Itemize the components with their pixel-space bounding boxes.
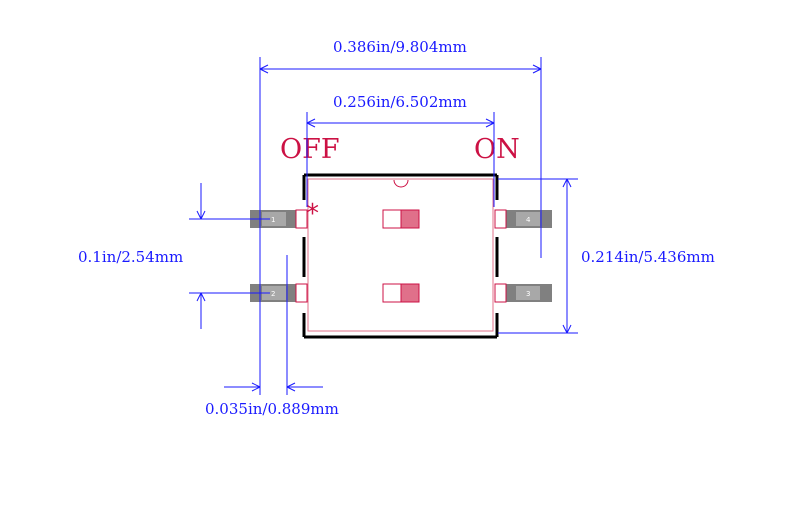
- pin1-marker: *: [306, 199, 319, 229]
- dimension-pitch: [189, 183, 270, 329]
- on-label: ON: [474, 134, 520, 165]
- pad-pin-1: 1: [250, 209, 308, 229]
- pad-pin-4: 4: [494, 209, 552, 229]
- pin-number-4: 4: [526, 216, 531, 224]
- dimension-overall-length: [259, 57, 542, 395]
- pin-number-1: 1: [271, 216, 275, 224]
- body-width-label: 0.214in/5.436mm: [581, 248, 715, 266]
- dimension-pad-width: [224, 255, 323, 395]
- pin-number-3: 3: [526, 290, 530, 298]
- component-outline: [302, 173, 499, 339]
- dimension-body-width: [498, 178, 578, 334]
- pitch-label: 0.1in/2.54mm: [78, 248, 183, 266]
- pad-pin-3: 3: [494, 283, 552, 303]
- dimension-body-length: [306, 112, 495, 207]
- overall-length-label: 0.386in/9.804mm: [333, 38, 467, 56]
- off-label: OFF: [280, 134, 340, 165]
- switch-actuator-1: [382, 209, 420, 229]
- switch-actuator-2: [382, 283, 420, 303]
- pad-width-label: 0.035in/0.889mm: [205, 400, 339, 418]
- pin-number-2: 2: [271, 290, 275, 298]
- body-length-label: 0.256in/6.502mm: [333, 93, 467, 111]
- pad-pin-2: 2: [250, 283, 308, 303]
